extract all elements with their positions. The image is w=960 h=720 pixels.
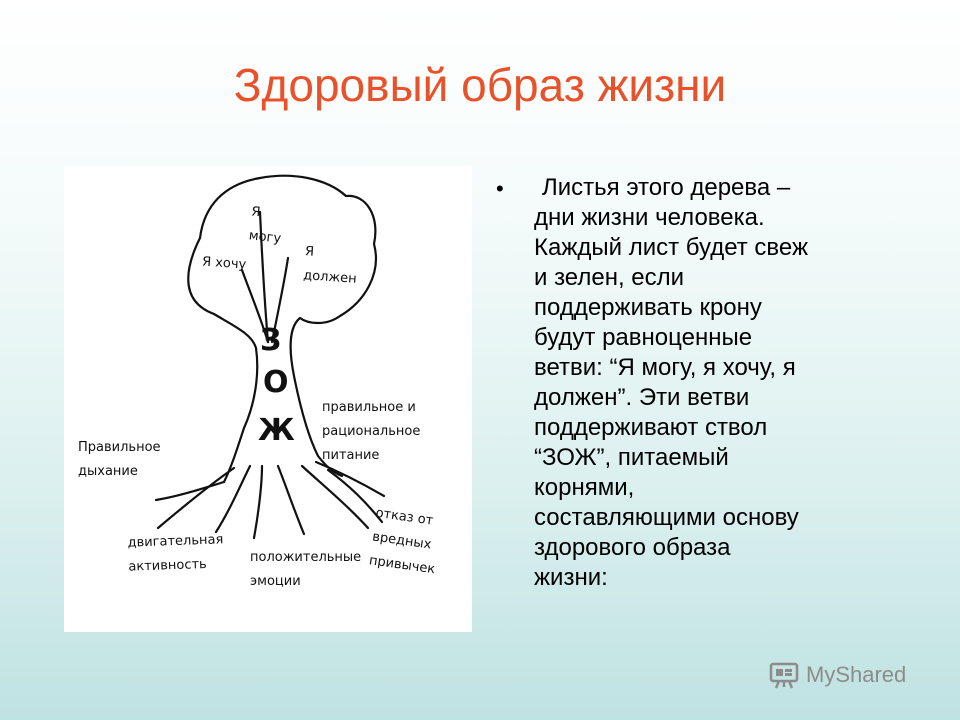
root-mid-2	[276, 464, 306, 536]
root-left-1	[154, 480, 226, 502]
bullet-marker: •	[496, 176, 504, 201]
label-pitanie: правильное и рациональное питание	[322, 400, 421, 463]
root-right-2	[314, 460, 386, 498]
paragraph-line: поддерживать крону	[534, 294, 762, 321]
paragraph-line: должен”. Эти ветви	[534, 384, 750, 411]
slide-title: Здоровый образ жизни	[233, 59, 727, 111]
paragraph-line: Листья этого дерева –	[542, 174, 791, 201]
myshared-watermark[interactable]: MyShared	[768, 658, 906, 692]
bullet-paragraph: Листья этого дерева – дни жизни человека…	[534, 173, 929, 593]
root-right-1	[300, 464, 370, 530]
paragraph-line: корнями,	[534, 474, 635, 501]
root-left-2	[156, 466, 236, 530]
label-aktivnost: двигательная активность	[127, 532, 224, 575]
label-dyhanie: Правильное дыхание	[78, 440, 161, 479]
watermark-text: MyShared	[806, 662, 907, 687]
branch-mogu	[258, 210, 270, 344]
trunk-letter-z: З	[260, 323, 282, 358]
paragraph-line: дни жизни человека.	[534, 204, 765, 231]
paragraph-line: “ЗОЖ”, питаемый	[534, 444, 729, 471]
tree-drawing	[154, 174, 386, 540]
tree-diagram: З О Ж Я могу Я хочу Я должен правильное …	[64, 166, 472, 632]
label-emocii: положительные эмоции	[250, 550, 362, 589]
tree-crown	[187, 174, 377, 325]
branch-dolzhen	[270, 256, 290, 344]
presentation-icon	[769, 662, 799, 689]
paragraph-line: жизни:	[534, 564, 608, 591]
paragraph-line: и зелен, если	[534, 264, 685, 291]
paragraph-line: поддерживают ствол	[534, 414, 768, 441]
root-left-3	[214, 464, 252, 534]
trunk-letter-zh: Ж	[258, 413, 295, 448]
label-ya-mogu: Я могу	[248, 204, 282, 247]
paragraph-line: Каждый лист будет свеж	[534, 234, 809, 261]
paragraph-line: ветви: “Я могу, я хочу, я	[534, 354, 796, 381]
paragraph-line: будут равноценные	[534, 324, 753, 351]
root-right-3	[326, 468, 384, 524]
label-otkaz: отказ от вредных привычек	[368, 505, 437, 578]
label-ya-hochu: Я хочу	[201, 254, 247, 273]
paragraph-line: составляющими основу	[534, 504, 799, 531]
trunk-left	[212, 312, 259, 484]
paragraph-line: здорового образа	[534, 534, 731, 561]
trunk-letter-o: О	[263, 365, 289, 400]
branch-hochu	[240, 268, 270, 344]
label-ya-dolzhen: Я должен	[302, 244, 358, 287]
root-mid-1	[252, 464, 264, 540]
